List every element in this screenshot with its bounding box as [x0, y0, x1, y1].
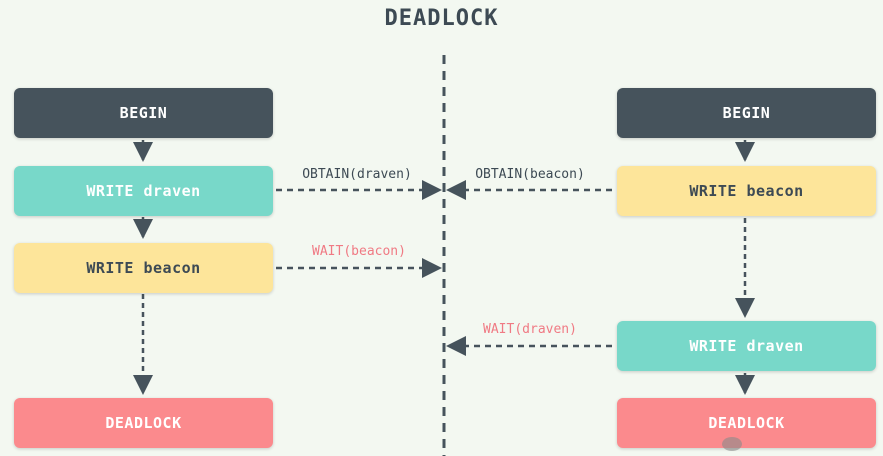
left-obtain-label: OBTAIN(draven) [302, 167, 412, 182]
right-write-draven-box: WRITE draven [617, 321, 876, 371]
left-write-beacon-box: WRITE beacon [14, 243, 273, 293]
wechat-icon [722, 437, 742, 451]
left-wait-label: WAIT(beacon) [312, 244, 406, 259]
left-deadlock-box: DEADLOCK [14, 398, 273, 448]
right-begin-box: BEGIN [617, 88, 876, 138]
right-write-beacon-box: WRITE beacon [617, 166, 876, 216]
left-begin-box: BEGIN [14, 88, 273, 138]
right-deadlock-box: DEADLOCK [617, 398, 876, 448]
left-write-draven-box: WRITE draven [14, 166, 273, 216]
diagram-title: DEADLOCK [384, 6, 499, 31]
right-wait-label: WAIT(draven) [483, 322, 577, 337]
right-obtain-label: OBTAIN(beacon) [475, 167, 585, 182]
watermark [722, 432, 883, 456]
